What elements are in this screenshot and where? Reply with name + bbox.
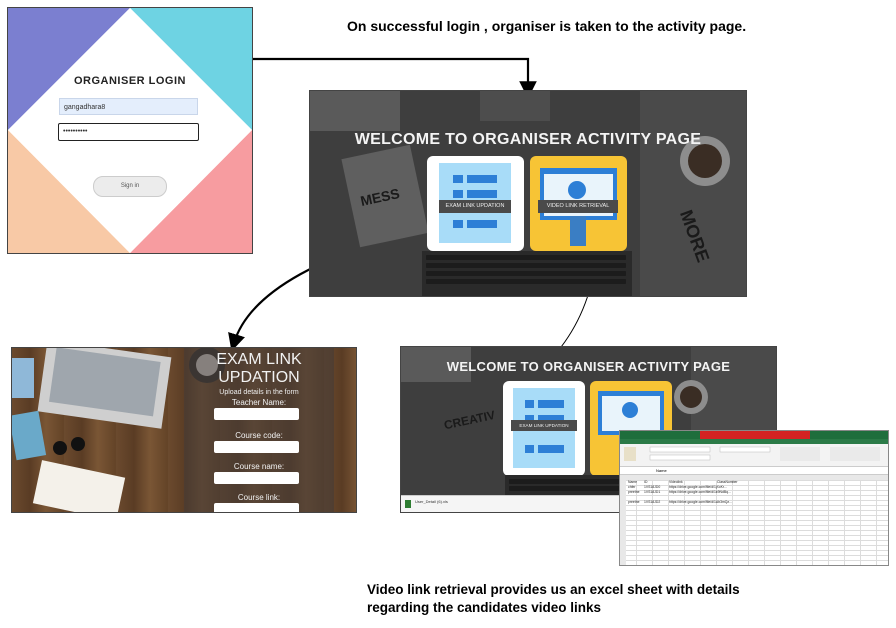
excel-row-headers <box>620 475 626 565</box>
excel-cell[interactable]: preethe <box>628 500 640 504</box>
course-name-input[interactable] <box>214 472 299 484</box>
teacher-name-input[interactable] <box>214 408 299 420</box>
activity-decor: MESS MORE <box>310 91 746 296</box>
excel-cell[interactable]: https://drive.google.com/file/d/1jXcKr..… <box>669 485 727 489</box>
video-link-button[interactable]: VIDEO LINK RETRIEVAL <box>538 200 618 213</box>
exam-form-subtitle: Upload details in the form <box>219 389 299 396</box>
excel-header-cell[interactable]: ClassNumber <box>717 480 738 484</box>
excel-cell[interactable]: chfer <box>628 485 636 489</box>
excel-ribbon-tabs <box>620 439 888 444</box>
caption-bottom-line1: Video link retrieval provides us an exce… <box>367 582 740 597</box>
username-field[interactable]: gangadhara8 <box>59 98 198 115</box>
formula-value: Name <box>656 468 667 473</box>
course-code-label: Course code: <box>235 431 283 440</box>
excel-cell[interactable]: https://drive.google.com/file/d/1k9NdBq.… <box>669 490 731 494</box>
excel-ribbon <box>620 444 888 467</box>
excel-title-highlight <box>700 431 810 439</box>
teacher-name-label: Teacher Name: <box>231 398 287 407</box>
caption-bottom-line2: regarding the candidates video links <box>367 600 602 615</box>
keyboard-image <box>422 251 632 296</box>
excel-cell[interactable]: https://drive.google.com/file/d/1Ab3mQz.… <box>669 500 732 504</box>
exam-link-button-2[interactable]: EXAM LINK UPDATION <box>511 420 577 431</box>
excel-cell[interactable]: preethe <box>628 490 640 494</box>
excel-file-icon <box>405 500 411 508</box>
exam-form-title: EXAM LINK UPDATION <box>216 351 302 386</box>
exam-link-tile-2[interactable]: EXAM LINK UPDATION <box>503 381 585 476</box>
password-field[interactable]: •••••••••• <box>58 123 199 141</box>
excel-grid[interactable] <box>620 475 888 565</box>
course-link-input[interactable] <box>214 503 299 512</box>
svg-text:CREATIV: CREATIV <box>443 408 497 432</box>
caption-top: On successful login , organiser is taken… <box>347 18 747 34</box>
exam-link-button[interactable]: EXAM LINK UPDATION <box>439 200 511 213</box>
course-code-input[interactable] <box>214 441 299 453</box>
course-name-label: Course name: <box>233 462 285 471</box>
exam-link-updation-screenshot: EXAM LINK UPDATION Upload details in the… <box>11 347 357 513</box>
download-filename[interactable]: User_Detail (6).xls <box>415 499 448 504</box>
video-screen-icon <box>598 391 664 435</box>
excel-header-cell[interactable]: ID <box>644 480 648 484</box>
excel-cell[interactable]: 1VS18JD1 <box>644 490 661 494</box>
login-screenshot: ORGANISER LOGIN gangadhara8 •••••••••• S… <box>7 7 253 254</box>
activity-page-screenshot: MESS MORE WELCOME TO ORGANISER ACTIVITY … <box>309 90 747 297</box>
form-overlay <box>184 348 334 512</box>
excel-column-headers <box>620 475 888 480</box>
excel-formula-bar[interactable]: Name <box>620 467 888 475</box>
course-link-label: Course link: <box>237 493 281 502</box>
excel-cell[interactable]: 1VS18JD2 <box>644 500 661 504</box>
arrow-login-to-activity <box>252 57 537 99</box>
sign-in-button[interactable]: Sign in <box>93 176 167 197</box>
excel-header-cell[interactable]: Name <box>628 480 638 484</box>
activity-title-2: WELCOME TO ORGANISER ACTIVITY PAGE <box>446 359 731 374</box>
login-title: ORGANISER LOGIN <box>73 75 186 87</box>
excel-header-cell[interactable]: Videolink <box>669 480 683 484</box>
activity-title: WELCOME TO ORGANISER ACTIVITY PAGE <box>354 131 702 148</box>
exam-link-tile[interactable]: EXAM LINK UPDATION <box>427 156 524 251</box>
video-link-tile[interactable]: VIDEO LINK RETRIEVAL <box>530 156 627 251</box>
excel-cell[interactable]: 1VS18JD0 <box>644 485 661 489</box>
